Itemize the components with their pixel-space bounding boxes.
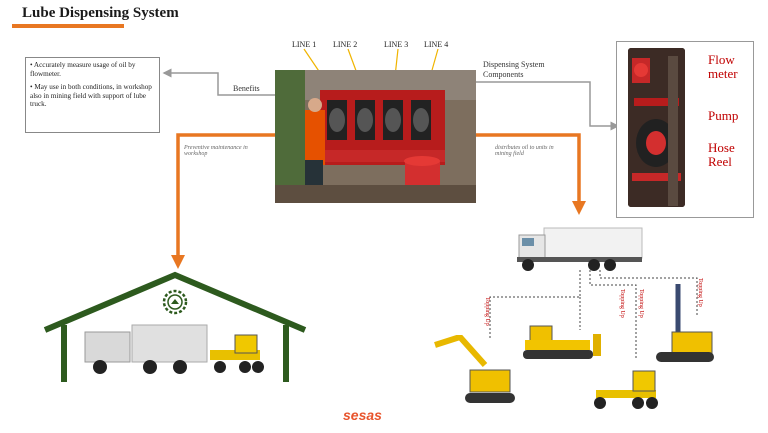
lube-truck-icon bbox=[517, 227, 643, 271]
dozer-icon bbox=[523, 325, 601, 359]
grader-icon bbox=[210, 334, 264, 373]
benefits-connector bbox=[162, 68, 275, 96]
benefit-point: • May use in both conditions, in worksho… bbox=[30, 83, 152, 109]
drill-rig-icon bbox=[656, 284, 714, 362]
hose-reel-photo bbox=[628, 48, 685, 207]
excavator-icon bbox=[434, 335, 515, 403]
field-arrow bbox=[476, 133, 586, 215]
dump-truck-icon bbox=[84, 324, 208, 374]
components-label: Dispensing System Components bbox=[483, 60, 545, 79]
component-pump: Pump bbox=[708, 108, 739, 123]
workshop-note: Preventive maintenance in workshop bbox=[184, 145, 248, 157]
benefits-label: Benefits bbox=[233, 84, 260, 93]
company-logo: sesas bbox=[343, 407, 382, 423]
topping-up-label: Topping Up bbox=[619, 289, 625, 318]
title-underline bbox=[12, 24, 124, 28]
grader-field-icon bbox=[594, 370, 658, 409]
gear-icon bbox=[162, 289, 188, 315]
component-hose-reel: Hose Reel bbox=[708, 140, 735, 169]
workshop-building bbox=[43, 271, 307, 382]
topping-up-label: Topping Up bbox=[697, 278, 703, 307]
benefits-box: • Accurately measure usage of oil by flo… bbox=[25, 57, 160, 133]
topping-up-label: Topping Up bbox=[484, 297, 490, 326]
topping-up-label: Topping Up bbox=[638, 289, 644, 318]
component-flow-meter: Flow meter bbox=[708, 52, 738, 81]
line-label: LINE 4 bbox=[424, 40, 449, 49]
workshop-arrow bbox=[171, 133, 275, 269]
field-note: distributes oil to units in mining field bbox=[495, 145, 554, 157]
line-label: LINE 1 bbox=[292, 40, 317, 49]
line-label: LINE 3 bbox=[384, 40, 409, 49]
page-title: Lube Dispensing System bbox=[22, 5, 179, 21]
lube-station-photo bbox=[275, 70, 476, 203]
line-label: LINE 2 bbox=[333, 40, 358, 49]
benefit-point: • Accurately measure usage of oil by flo… bbox=[30, 61, 136, 78]
components-connector bbox=[476, 81, 620, 131]
